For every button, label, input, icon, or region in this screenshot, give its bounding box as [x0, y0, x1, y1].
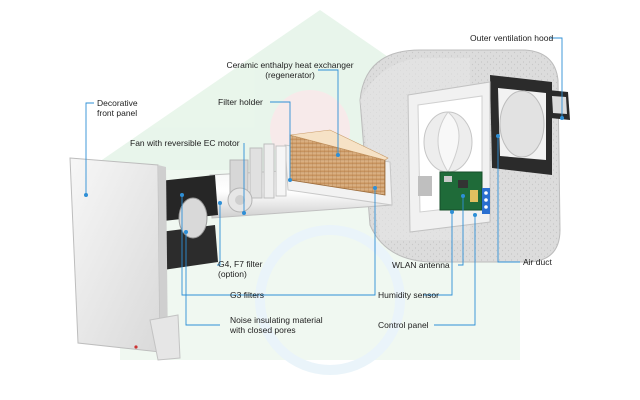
label-decorative-front-panel: Decorative front panel — [97, 98, 138, 118]
label-filter-holder: Filter holder — [218, 97, 263, 107]
label-ceramic-heat-exchanger: Ceramic enthalpy heat exchanger (regener… — [226, 60, 354, 80]
label-control-panel: Control panel — [378, 320, 429, 330]
label-humidity-sensor: Humidity sensor — [378, 290, 439, 300]
leader-lines — [85, 37, 563, 326]
label-fan-ec-motor: Fan with reversible EC motor — [130, 138, 240, 148]
label-air-duct: Air duct — [523, 257, 552, 267]
front-panel-drawing — [69, 157, 181, 361]
leader-dots — [84, 116, 564, 234]
noise-foam-drawing — [150, 175, 218, 270]
label-outer-ventilation-hood: Outer ventilation hood — [470, 33, 554, 43]
label-noise-insulating-material: Noise insulating material with closed po… — [230, 315, 323, 335]
main-tube-drawing — [209, 129, 393, 219]
inner-housing-drawing — [407, 81, 491, 233]
label-g4-f7-filter: G4, F7 filter (option) — [218, 259, 263, 279]
label-wlan-antenna: WLAN antenna — [392, 260, 450, 270]
label-g3-filters: G3 filters — [230, 290, 265, 300]
